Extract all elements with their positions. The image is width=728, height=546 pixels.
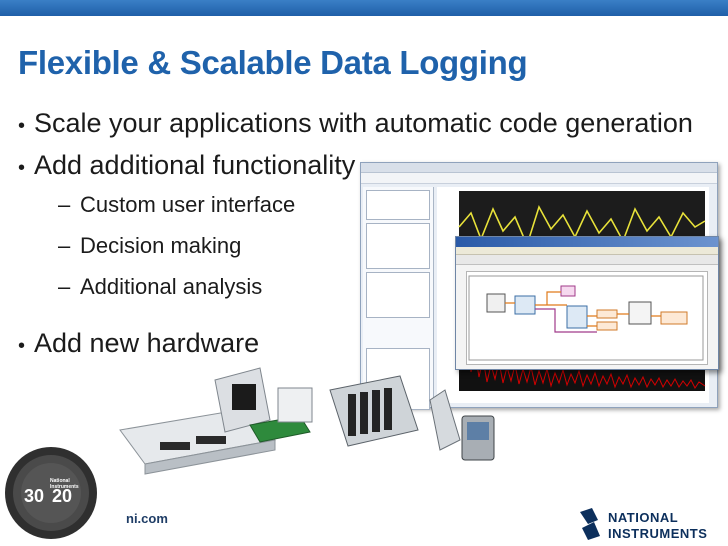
time-trace [458,204,706,248]
footer-divider [120,505,720,506]
sub-bullet-text: Custom user interface [80,192,296,217]
bullet-item: • Add new hardware [18,326,259,368]
window-toolbar [361,173,717,184]
svg-text:National: National [50,478,70,484]
window-menubar [456,247,718,255]
bullet-text: Scale your applications with automatic c… [34,108,693,138]
sub-bullet-item: –Additional analysis [18,272,718,313]
bullet-mark: • [18,335,26,357]
step-box [366,190,430,220]
diagram-svg [468,275,704,361]
sub-bullet-mark: – [58,233,71,258]
sub-bullet-mark: – [58,192,71,217]
logo-line-2: INSTRUMENTS [608,526,707,541]
ni-eagle-logo-icon: NATIONAL INSTRUMENTS [580,508,707,541]
hardware-image [119,367,495,475]
node-icon [596,309,618,319]
bullet-mark: • [18,115,26,137]
bullet-item: • Add additional functionality [18,148,718,190]
bullet-list: • Scale your applications with automatic … [18,106,718,358]
block-diagram-screenshot [455,236,719,370]
window-titlebar [456,237,718,247]
slide-title: Flexible & Scalable Data Logging [18,44,528,81]
sub-bullet-item: –Decision making [18,231,718,272]
svg-text:Instruments: Instruments [50,484,79,490]
logo-line-1: NATIONAL [608,510,678,525]
node-icon [514,295,536,315]
step-box [366,223,430,269]
svg-text:30: 30 [24,486,44,506]
window-toolbar [456,255,718,265]
node-icon [486,293,506,313]
bullet-text: Add new hardware [34,328,260,358]
sub-bullet-text: Additional analysis [80,274,263,299]
bullet-item: • Scale your applications with automatic … [18,106,718,148]
svg-text:20: 20 [52,486,72,506]
node-icon [566,305,588,329]
bullet-text: Add additional functionality [34,150,356,180]
sub-bullet-text: Decision making [80,233,242,258]
window-titlebar [361,163,717,173]
node-icon [628,301,652,325]
node-icon [660,311,688,325]
node-icon [560,285,576,297]
top-bar [0,0,728,16]
node-icon [596,321,618,331]
sub-bullet-mark: – [58,274,71,299]
sub-bullet-item: –Custom user interface [18,190,718,231]
diagram-canvas [466,271,708,365]
bullet-mark: • [18,157,26,179]
anniversary-seal-icon: 30 20 National Instruments [5,447,97,539]
step-box [366,272,430,318]
website-link[interactable]: ni.com [126,511,168,526]
